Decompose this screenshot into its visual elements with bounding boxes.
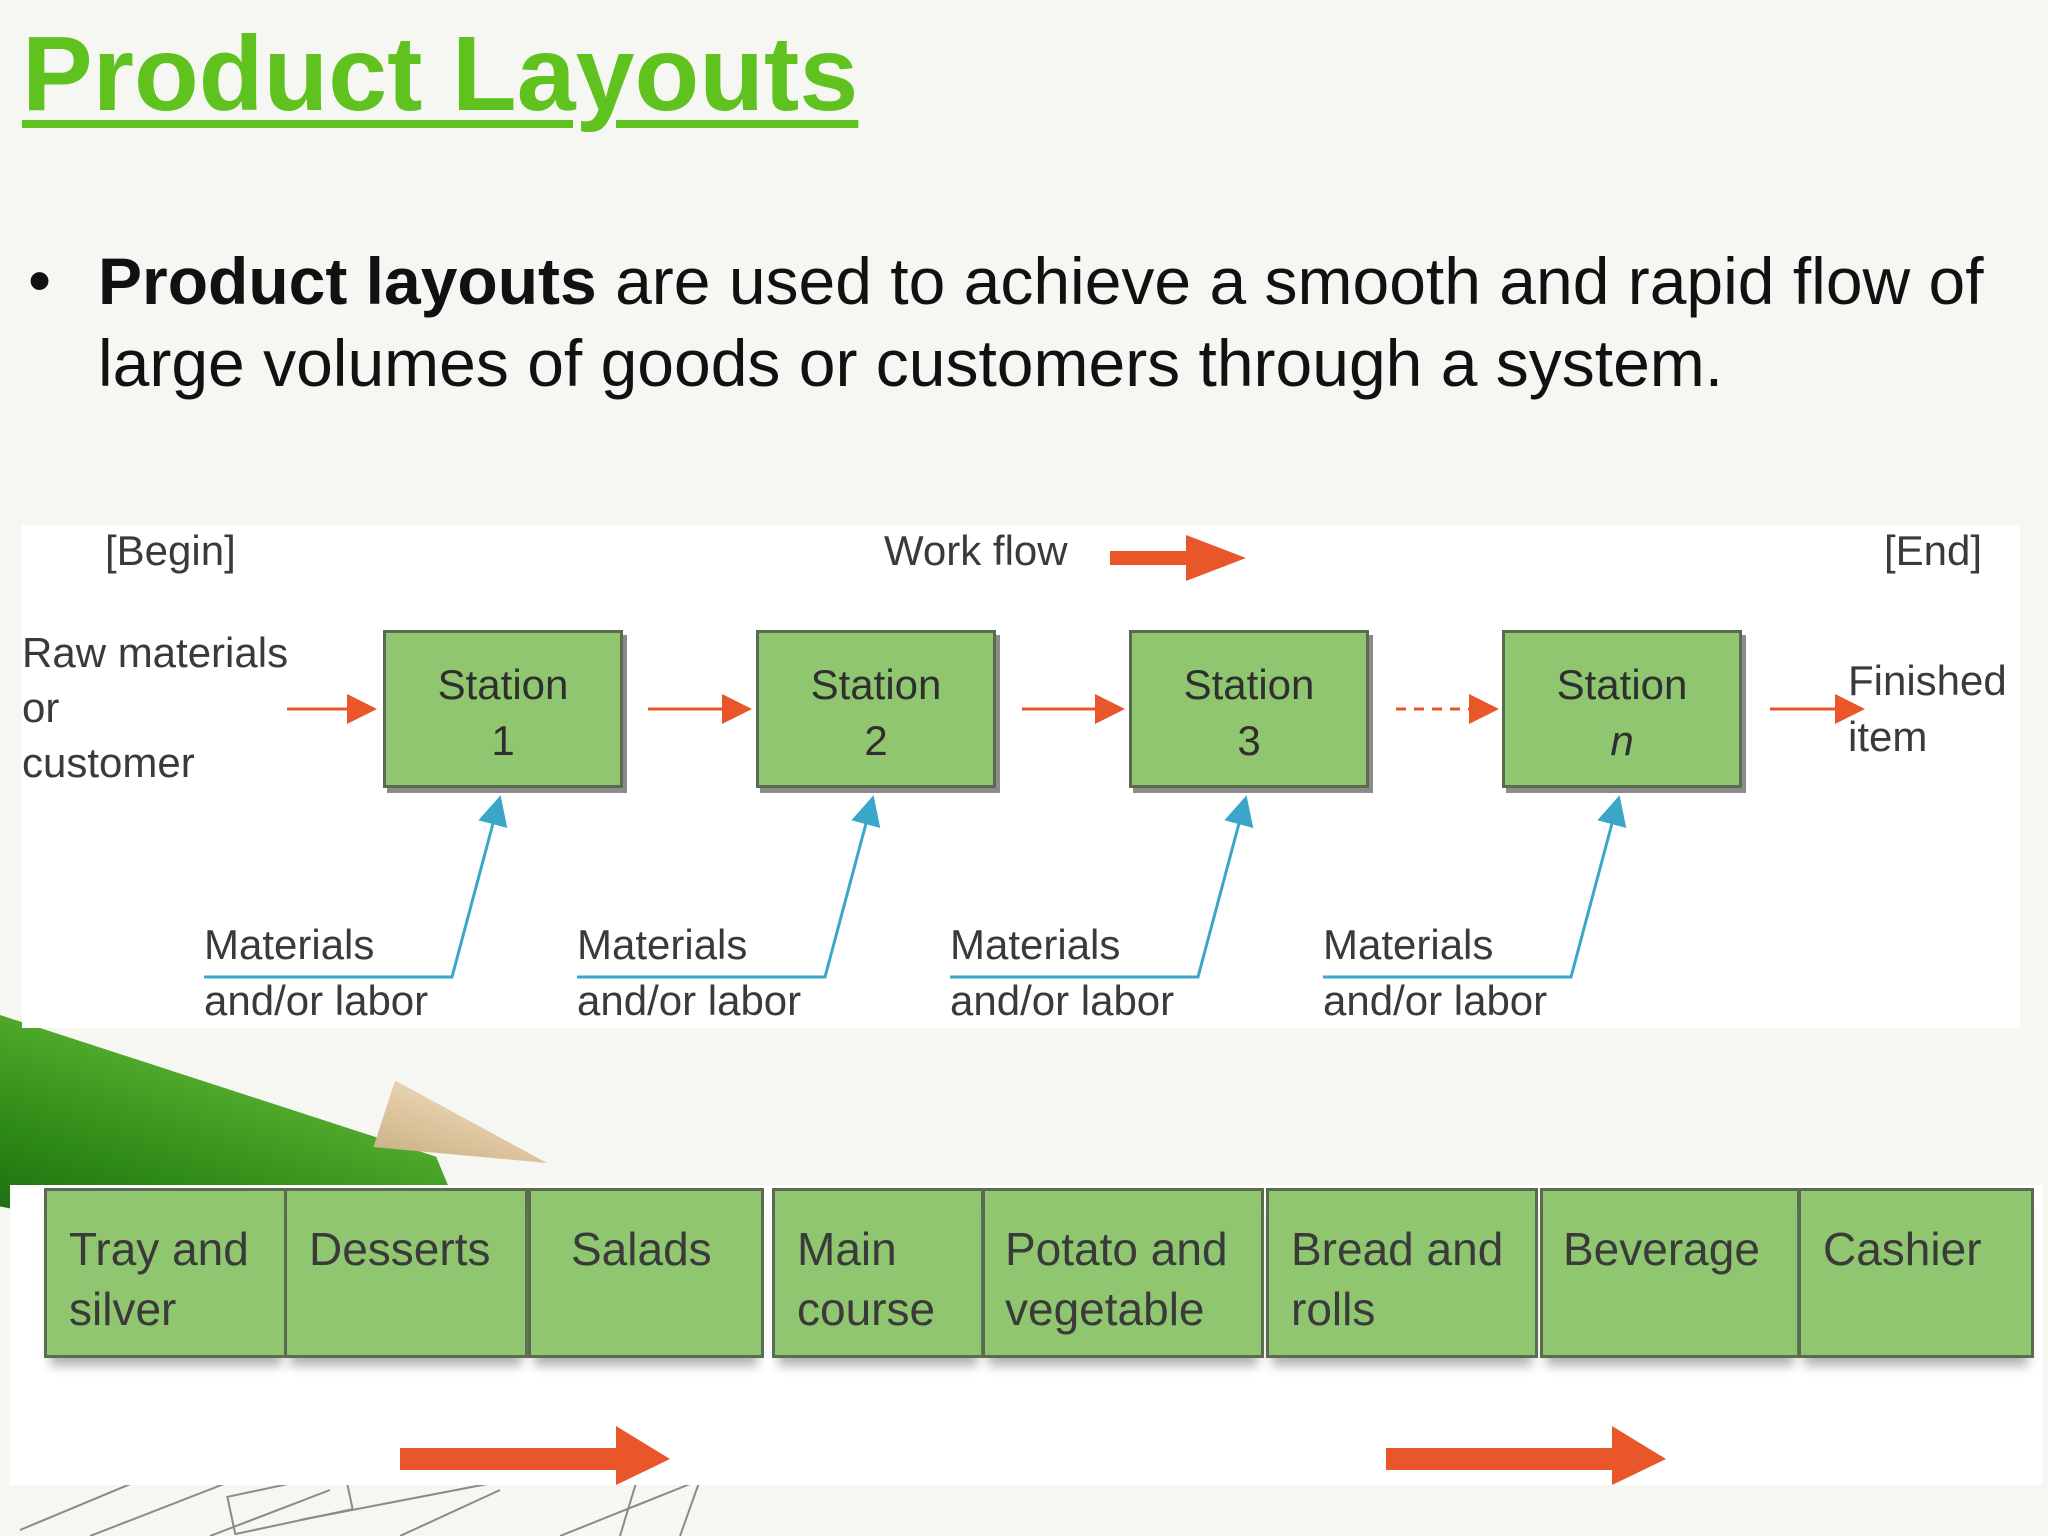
cafeteria-station-potato-and-vegetable: Potato and vegetable [982, 1188, 1264, 1358]
station-label: Station [437, 661, 569, 708]
materials-label-line: Materials [204, 921, 375, 968]
cafeteria-station-label: Cashier [1823, 1223, 1982, 1275]
materials-line-2 [577, 795, 881, 979]
cafeteria-station-label: rolls [1291, 1283, 1376, 1335]
flow-arrow-icon [400, 1426, 670, 1485]
materials-line-1 [204, 795, 508, 979]
materials-label-line: Materials [577, 921, 748, 968]
slide-title: Product Layouts [22, 15, 859, 133]
bullet-text: Product layouts are used to achieve a sm… [98, 240, 2018, 404]
station-number: 1 [491, 717, 515, 764]
cafeteria-station-label: course [797, 1283, 936, 1335]
cafeteria-station-label: Potato and [1005, 1223, 1228, 1275]
bullet-icon: • [28, 243, 52, 317]
cafeteria-station-label: Main [797, 1223, 897, 1275]
materials-label-line: and/or labor [577, 977, 802, 1024]
cafeteria-station-label: Salads [571, 1223, 712, 1275]
cafeteria-line-diagram: Tray and silver Desserts Salads Main cou… [10, 1185, 2042, 1485]
output-label: Finished item [1848, 653, 2007, 765]
end-label: [End] [1884, 527, 1983, 574]
materials-line-n [1323, 795, 1627, 979]
station-3: Station 3 [1129, 630, 1369, 788]
station-2: Station 2 [756, 630, 996, 788]
materials-label-3: Materials and/or labor [950, 917, 1174, 1029]
work-flow-arrow-icon [1110, 535, 1246, 581]
flow-arrows [204, 535, 1865, 979]
materials-line-3 [950, 795, 1254, 979]
cafeteria-station-main-course: Main course [772, 1188, 984, 1358]
input-label: Raw materials or customer [22, 625, 288, 790]
input-label-line: customer [22, 739, 195, 786]
cafeteria-station-label: Beverage [1563, 1223, 1760, 1275]
bullet-bold-term: Product layouts [98, 244, 597, 318]
input-label-line: Raw materials [22, 629, 289, 676]
cafeteria-station-tray-and-silver: Tray and silver [44, 1188, 288, 1358]
station-1: Station 1 [383, 630, 623, 788]
station-number: 3 [1237, 717, 1261, 764]
cafeteria-station-salads: Salads [528, 1188, 764, 1358]
station-label: Station [1556, 661, 1688, 708]
blueprint-sketch-decoration [19, 1470, 701, 1536]
cafeteria-station-label: silver [69, 1283, 177, 1335]
materials-label-line: Materials [1323, 921, 1494, 968]
cafeteria-station-bread-and-rolls: Bread and rolls [1266, 1188, 1538, 1358]
flow-arrow-icon [1386, 1426, 1666, 1485]
materials-label-line: and/or labor [1323, 977, 1548, 1024]
output-label-line: Finished [1848, 657, 2007, 704]
station-number: n [1610, 717, 1634, 764]
cafeteria-station-desserts: Desserts [284, 1188, 528, 1358]
product-flow-diagram: [Begin] Work flow [End] Raw materials or… [22, 525, 2020, 1028]
cafeteria-station-label: Tray and [69, 1223, 249, 1275]
station-number: 2 [864, 717, 888, 764]
input-label-line: or [22, 684, 60, 731]
materials-label-line: and/or labor [204, 977, 429, 1024]
cafeteria-station-beverage: Beverage [1540, 1188, 1800, 1358]
work-flow-label: Work flow [884, 527, 1068, 574]
station-label: Station [810, 661, 942, 708]
cafeteria-station-label: vegetable [1005, 1283, 1205, 1335]
materials-label-line: Materials [950, 921, 1121, 968]
materials-label-2: Materials and/or labor [577, 917, 801, 1029]
station-n: Station n [1502, 630, 1742, 788]
station-label: Station [1183, 661, 1315, 708]
materials-label-1: Materials and/or labor [204, 917, 428, 1029]
output-label-line: item [1848, 713, 1928, 760]
cafeteria-station-label: Desserts [309, 1223, 491, 1275]
materials-label-line: and/or labor [950, 977, 1175, 1024]
bullet-rest: are used to achieve a smooth and rapid f… [98, 244, 1984, 400]
cafeteria-station-cashier: Cashier [1798, 1188, 2034, 1358]
cafeteria-station-label: Bread and [1291, 1223, 1504, 1275]
begin-label: [Begin] [105, 527, 236, 574]
materials-label-n: Materials and/or labor [1323, 917, 1547, 1029]
